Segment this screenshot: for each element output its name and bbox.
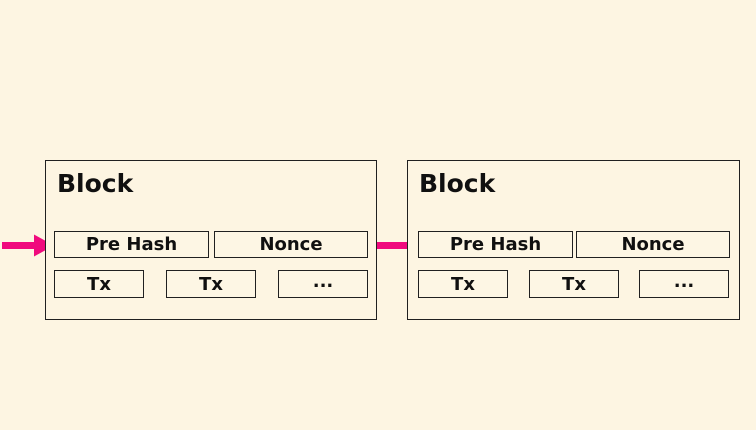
tx-label: Tx (562, 273, 586, 295)
ellipsis-box: ... (639, 270, 729, 298)
tx-label: Tx (199, 273, 223, 295)
tx-box: Tx (54, 270, 144, 298)
pre-hash-label: Pre Hash (449, 234, 542, 255)
pre-hash-label: Pre Hash (85, 234, 178, 255)
nonce-label: Nonce (259, 234, 323, 255)
tx-label: Tx (451, 273, 475, 295)
pre-hash-box: Pre Hash (54, 231, 209, 258)
nonce-box: Nonce (576, 231, 730, 258)
tx-box: Tx (166, 270, 256, 298)
tx-label: Tx (87, 273, 111, 295)
block-title: Block (57, 169, 134, 198)
ellipsis-label: ... (673, 270, 695, 292)
block-title: Block (419, 169, 496, 198)
block-2: Block Pre Hash Nonce Tx Tx ... (407, 160, 740, 320)
chain-arrow-incoming-icon (2, 234, 54, 257)
ellipsis-label: ... (312, 270, 334, 292)
tx-box: Tx (418, 270, 508, 298)
tx-box: Tx (529, 270, 619, 298)
nonce-box: Nonce (214, 231, 368, 258)
nonce-label: Nonce (621, 234, 685, 255)
block-1: Block Pre Hash Nonce Tx Tx ... (45, 160, 377, 320)
ellipsis-box: ... (278, 270, 368, 298)
pre-hash-box: Pre Hash (418, 231, 573, 258)
